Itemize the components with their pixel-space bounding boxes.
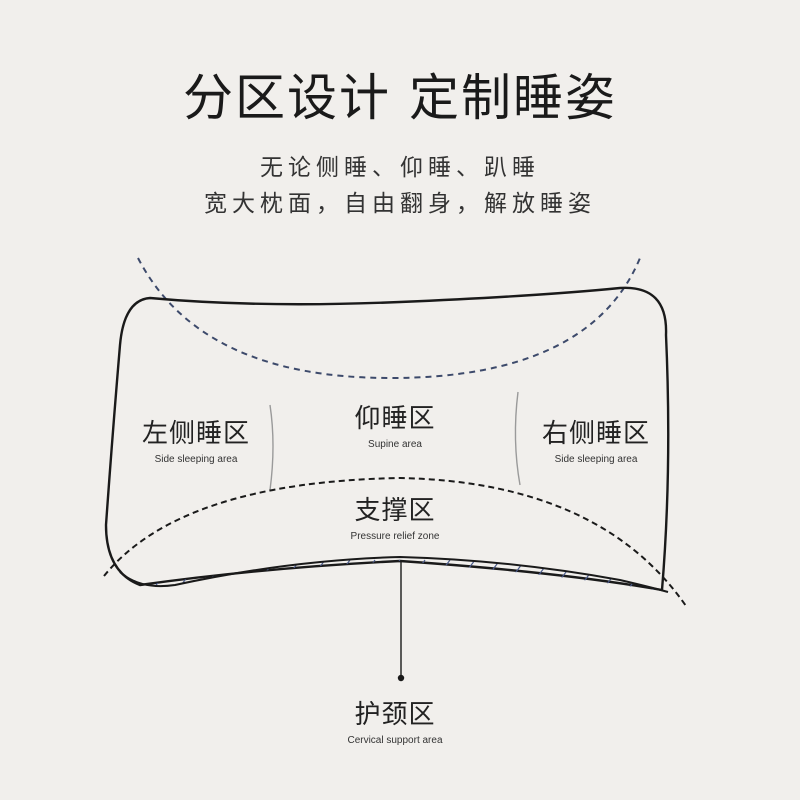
- zone-cervical-support: 护颈区 Cervical support area: [300, 694, 490, 746]
- zone-pressure-relief-cn: 支撑区: [354, 496, 436, 526]
- pillow-outline: [104, 286, 670, 592]
- zone-left-side: 左侧睡区 Side sleeping area: [116, 413, 276, 465]
- zone-left-side-en: Side sleeping area: [154, 454, 238, 465]
- zone-supine-cn: 仰睡区: [354, 404, 436, 434]
- left-shade-line: [269, 404, 274, 491]
- cervical-band-top: [119, 555, 669, 593]
- zone-pressure-relief: 支撑区 Pressure relief zone: [300, 490, 490, 542]
- zone-left-side-cn: 左侧睡区: [141, 419, 250, 449]
- zone-pressure-relief-en: Pressure relief zone: [350, 531, 440, 542]
- pointer-dot: [397, 674, 405, 682]
- zone-supine-en: Supine area: [368, 439, 422, 450]
- zone-right-side: 右侧睡区 Side sleeping area: [516, 413, 676, 465]
- zone-right-side-en: Side sleeping area: [554, 454, 638, 465]
- subtitle-line-1: 无论侧睡、仰睡、趴睡: [260, 155, 540, 181]
- right-shade-line: [514, 391, 521, 486]
- zone-cervical-support-en: Cervical support area: [347, 735, 443, 746]
- zone-cervical-support-cn: 护颈区: [354, 700, 436, 730]
- zone-supine: 仰睡区 Supine area: [310, 398, 480, 450]
- page-title: 分区设计 定制睡姿: [183, 69, 617, 127]
- subtitle-line-2: 宽大枕面，自由翻身，解放睡姿: [204, 191, 596, 217]
- neck-arc-dashed: [103, 476, 687, 607]
- head-arc-dashed: [137, 257, 641, 380]
- zone-right-side-cn: 右侧睡区: [541, 419, 650, 449]
